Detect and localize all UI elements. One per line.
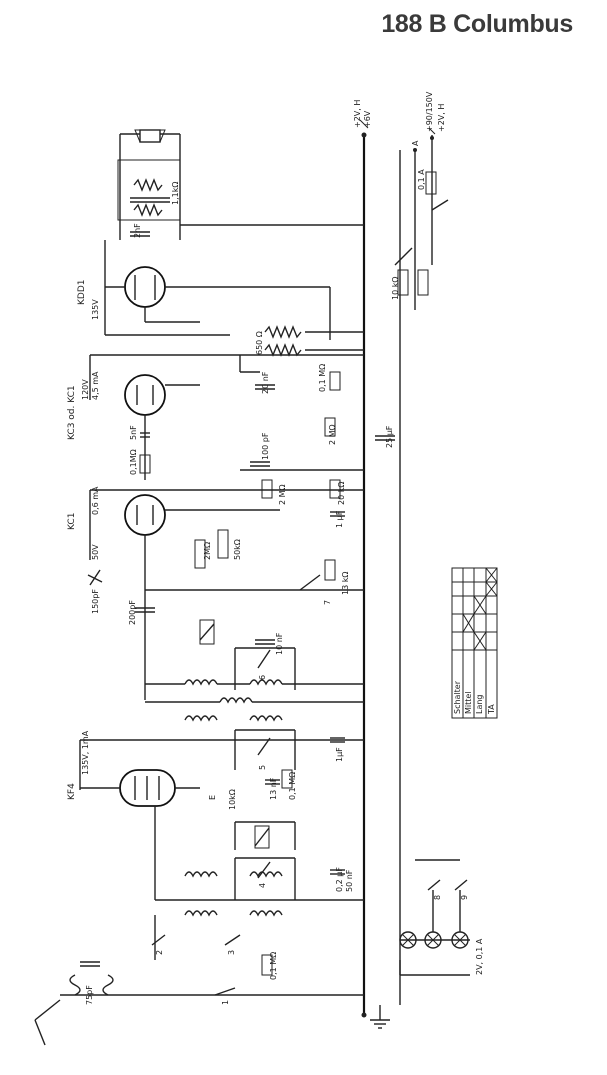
fuse: 0,1 A (417, 169, 437, 195)
label-kc3: KC3 od. KC1 (67, 385, 77, 440)
label-c1uf-b: 1µF (335, 747, 344, 762)
switch-table: Schalter Mittel Lang TA (451, 567, 498, 719)
label-r10k-c: 10kΩ (228, 789, 237, 810)
label-sw4: 4 (258, 883, 267, 888)
label-c2nf: 2nF (133, 223, 142, 238)
label-sw1: 1 (221, 1000, 230, 1005)
output-network: 1,1kΩ 2nF (117, 159, 364, 238)
label-c25uf: 25 µF (385, 425, 394, 448)
label-e: E (208, 795, 217, 800)
label-sw6: 6 (258, 675, 267, 680)
label-c200pf: 200pF (128, 600, 137, 625)
table-row-ta: TA (487, 704, 496, 715)
power-bus (362, 135, 433, 1015)
label-sw5: 5 (258, 765, 267, 770)
label-fuse: 0,1 A (417, 169, 426, 190)
label-c20nf: 20 nF (261, 371, 270, 394)
label-r01m4: 0,1 MΩ (269, 952, 278, 980)
label-kc1: KC1 (67, 513, 77, 530)
label-r50k: 50kΩ (233, 539, 242, 560)
diagram-title: 188 B Columbus (381, 10, 573, 38)
bias-network: 650 Ω 20 nF 0,1 MΩ (239, 325, 364, 394)
label-v135: 135V (91, 299, 100, 320)
label-a: A (411, 140, 420, 146)
table-header-schalter: Schalter (453, 680, 462, 714)
label-kf4: KF4 (67, 783, 77, 800)
label-sw7: 7 (323, 600, 332, 605)
label-r2m-b: 2MΩ (203, 542, 212, 560)
rf-stage: 5 1µF 13 nF 0,1 MΩ E 10kΩ (208, 729, 345, 810)
label-c1uf: 1 µF (335, 510, 344, 528)
label-r2m: 2 MΩ (328, 424, 337, 445)
table-row-lang: Lang (475, 694, 484, 714)
ground-symbol (361, 1005, 390, 1029)
coupling-kc3-kc1: 5nF 0,1MΩ 2 MΩ 25 µF 100 pF (129, 415, 395, 480)
label-r1k: 1,1kΩ (171, 182, 180, 205)
lower-tuning: 4 0,2 µF 50 nF (155, 821, 364, 901)
label-v50: 50V (91, 544, 100, 560)
pilot-lamps: 2V, 0,1 A 8 9 (399, 859, 484, 976)
label-r13k: 13 kΩ (341, 572, 350, 595)
antenna-input: 2 3 0,1 MΩ 1 75pF (34, 915, 364, 1046)
tube-kdd1: KDD1 135V (77, 240, 331, 340)
label-c50nf: 50 nF (345, 869, 354, 892)
label-sw8: 8 (433, 895, 442, 900)
label-sw2: 2 (155, 950, 164, 955)
label-c75pf: 75pF (85, 985, 94, 1005)
label-kdd1: KDD1 (77, 280, 87, 306)
volume-pot: 10 kΩ (391, 199, 449, 300)
label-c13nf: 13 nF (269, 777, 278, 800)
label-lamp-spec: 2V, 0,1 A (475, 938, 484, 975)
label-c10nf: 10 nF (275, 632, 284, 655)
label-r01m: 0,1 MΩ (318, 364, 327, 392)
top-terminals: +2V, H +6V A +90/150V +2V, H (353, 91, 446, 152)
tube-kf4: KF4 135V, 1mA (67, 730, 364, 900)
label-c150pf: 150pF (91, 589, 100, 614)
label-plus6v: +6V (363, 110, 372, 128)
label-c5nf: 5nF (129, 425, 138, 440)
table-row-mittel: Mittel (464, 691, 473, 714)
label-kf4-spec: 135V, 1mA (81, 730, 90, 775)
label-sw9: 9 (460, 895, 469, 900)
coils (145, 679, 364, 917)
label-r01m2: 0,1MΩ (129, 449, 138, 475)
label-plus2vh: +2V, H (437, 104, 446, 132)
label-ma06: 0,6 mA (91, 486, 100, 515)
label-r20k: 20 kΩ (337, 482, 346, 505)
label-ma45: 4,5 mA (91, 371, 100, 400)
tube-kc1: KC1 0,6 mA 50V 2 MΩ 20 kΩ 1 µF 2MΩ 50kΩ (67, 479, 364, 700)
label-r2mega: 2 MΩ (278, 484, 287, 505)
label-r01m3: 0,1 MΩ (288, 772, 297, 800)
label-r10k: 10 kΩ (391, 277, 400, 300)
label-c100pf: 100 pF (261, 432, 270, 460)
label-plus2v: +2V, H (353, 100, 362, 128)
label-v120: 120V (81, 379, 90, 400)
label-sw3: 3 (227, 950, 236, 955)
label-c02uf: 0,2 µF (335, 867, 344, 892)
tuning-section: 150pF 200pF 7 13 kΩ 10 nF 6 (87, 559, 364, 690)
label-plus90: +90/150V (425, 91, 434, 132)
label-r650: 650 Ω (255, 331, 264, 355)
